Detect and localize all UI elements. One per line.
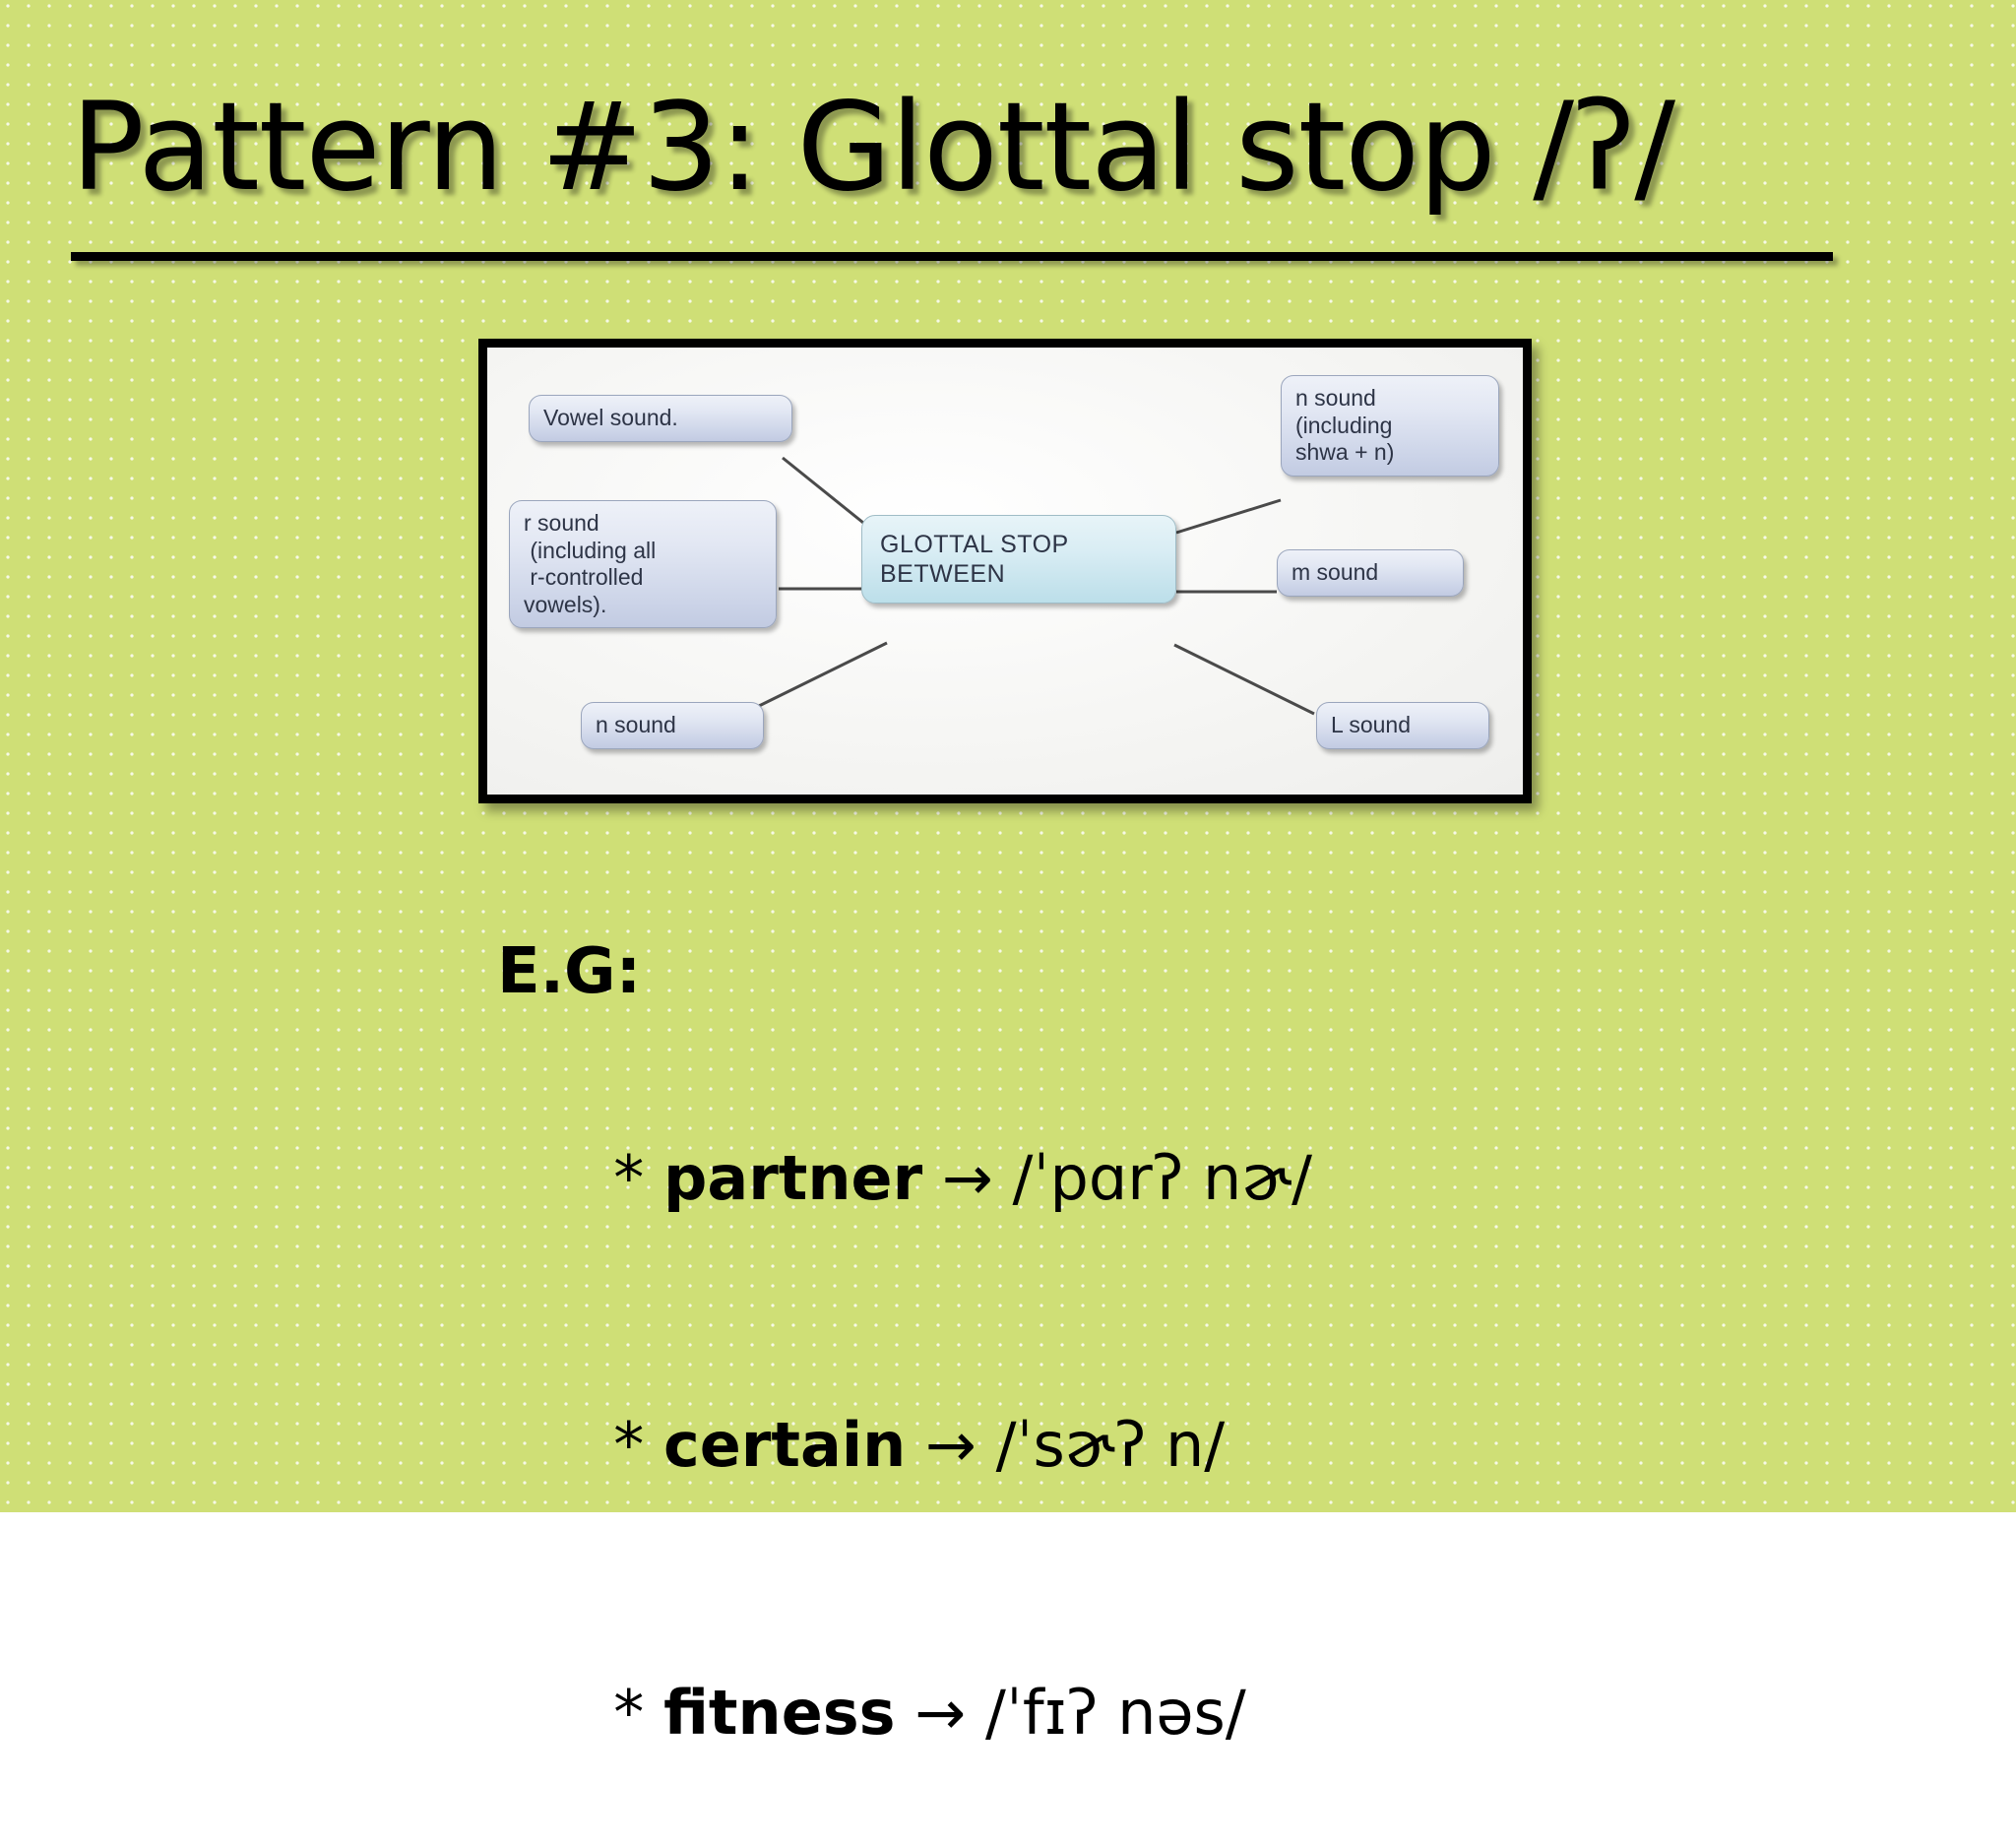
example-item: * partner → /ˈpɑrʔ nɚ/ [497,1045,1728,1312]
mindmap-diagram: Vowel sound. r sound (including all r-co… [487,348,1523,795]
connector-l [1173,643,1315,716]
example-item: * certain → /ˈsɚʔ n/ [497,1312,1728,1580]
node-m-sound: m sound [1277,549,1464,597]
example-word: fitness [662,1676,896,1749]
connector-vowel [782,456,874,533]
page-title: Pattern #3: Glottal stop /ʔ/ [71,77,1675,219]
node-vowel-sound: Vowel sound. [529,395,792,442]
node-l-sound: L sound [1316,702,1489,749]
example-ipa: /ˈsɚʔ n/ [995,1409,1226,1482]
slide-canvas: Pattern #3: Glottal stop /ʔ/ [0,0,2016,1749]
examples-block: E.G: * partner → /ˈpɑrʔ nɚ/ * certain → … [497,940,1728,1847]
example-ipa: /ˈfɪʔ nəs/ [984,1676,1246,1749]
arrow-icon: → [922,1141,1013,1214]
example-item: * fitness → /ˈfɪʔ nəs/ [497,1579,1728,1847]
example-word: partner [662,1141,923,1214]
diagram-image-frame: Vowel sound. r sound (including all r-co… [478,339,1532,803]
title-underline [71,252,1833,261]
example-bullet: * [613,1409,663,1482]
node-glottal-stop-between: GLOTTAL STOP BETWEEN [861,515,1176,604]
node-n-sound: n sound [581,702,764,749]
node-n-sound-shwa: n sound (including shwa + n) [1281,375,1499,477]
arrow-icon: → [906,1409,996,1482]
connector-lines [754,456,1315,716]
example-bullet: * [613,1141,663,1214]
arrow-icon: → [895,1676,985,1749]
example-bullet: * [613,1676,663,1749]
connector-n-bottom [754,641,888,710]
title-block: Pattern #3: Glottal stop /ʔ/ [71,77,1941,261]
examples-heading: E.G: [497,935,642,1008]
example-word: certain [662,1409,907,1482]
example-ipa: /ˈpɑrʔ nɚ/ [1012,1141,1313,1214]
node-r-sound: r sound (including all r-controlled vowe… [509,500,777,629]
connector-n-shwa [1175,498,1282,535]
